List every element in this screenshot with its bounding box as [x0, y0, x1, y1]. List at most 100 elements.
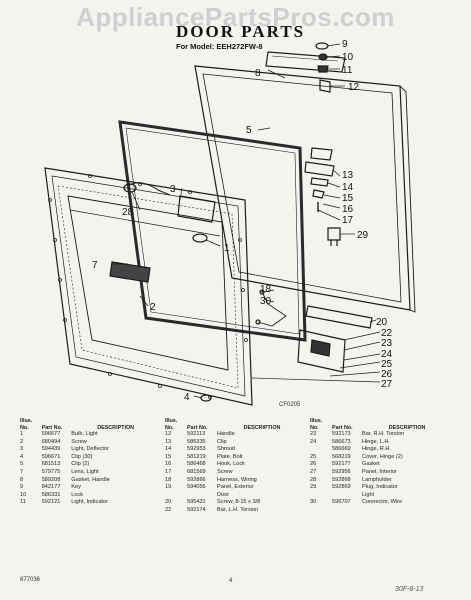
- illus-number: [310, 446, 332, 454]
- illus-number: 22: [165, 506, 172, 513]
- door-parts-diagram: 9 10 11 8 12 5 13 14 15 16 17 29 3 28 1 …: [44, 39, 416, 406]
- part-description: Clip (2): [71, 461, 90, 468]
- callout-10: 10: [342, 52, 354, 63]
- part-number: 596707: [332, 499, 351, 506]
- part-number: 592113: [187, 431, 206, 437]
- table-row: Light: [310, 492, 460, 500]
- watermark: AppliancePartsPros.com: [76, 2, 395, 32]
- part-number: 592121: [41, 499, 61, 506]
- header-description: DESCRIPTION: [243, 424, 281, 431]
- callout-23: 23: [381, 338, 393, 349]
- callout-14: 14: [342, 182, 354, 193]
- illus-number: 20: [165, 499, 172, 506]
- part-description: Lock: [71, 491, 84, 498]
- callout-2: 2: [150, 302, 156, 313]
- header-description: DESCRIPTION: [97, 424, 135, 431]
- part-number: 594056: [187, 484, 206, 491]
- illus-number: 2: [20, 438, 24, 445]
- part-description: Screw: [217, 468, 233, 475]
- illus-number: 24: [310, 438, 317, 445]
- header-part: Part No.: [41, 424, 63, 431]
- callout-4: 4: [184, 392, 190, 403]
- header-description: DESCRIPTION: [388, 424, 426, 431]
- illus-number: 7: [20, 468, 24, 475]
- illus-number: 9: [20, 484, 24, 491]
- part-description: Panel, Interior: [362, 468, 397, 475]
- callout-11: 11: [342, 65, 353, 76]
- header-illus: Illus. No.: [165, 418, 178, 431]
- illus-number: 13: [165, 438, 172, 445]
- illus-number: 25: [310, 453, 317, 460]
- light-deflector: [177, 195, 216, 223]
- document-code: 877036: [20, 577, 41, 583]
- table-row: 2 680494 Screw: [20, 439, 160, 447]
- part-description: Clip: [217, 438, 227, 445]
- part-number: 586335: [187, 438, 206, 445]
- model-label: For Model: EEH272FW-8: [176, 42, 263, 51]
- part-description: Hook, Lock: [217, 461, 245, 468]
- callout-1: 1: [224, 243, 230, 254]
- part-description: Harness, Wiring: [217, 476, 257, 483]
- table-row: 17 681569 Screw: [165, 469, 315, 477]
- part-description: Lens, Light: [71, 468, 99, 475]
- part-description: Shroud: [217, 446, 236, 453]
- callout-8: 8: [255, 68, 261, 79]
- part-description: Panel, Exterior: [217, 484, 254, 491]
- part-number: 579775: [41, 468, 61, 475]
- illus-number: [310, 492, 332, 500]
- part-number: 586331: [41, 491, 61, 498]
- part-description: Light: [362, 491, 375, 498]
- part-number: 586669: [332, 446, 351, 453]
- part-number: [332, 492, 362, 500]
- header-illus: Illus. No.: [310, 418, 323, 431]
- callout-30: 30: [260, 296, 272, 307]
- part-number: 592173: [332, 431, 351, 437]
- illus-number: 17: [165, 468, 172, 475]
- part-number: 681569: [187, 468, 206, 475]
- page-number: 4: [229, 578, 233, 584]
- part-description: Hinge, R.H.: [362, 446, 391, 453]
- part-description: Key: [71, 484, 81, 491]
- part-number: 596671: [41, 453, 61, 460]
- part-number: 589208: [41, 476, 61, 483]
- illus-number: 18: [165, 476, 172, 483]
- part-number: 592868: [332, 476, 351, 483]
- part-number: 594439: [41, 446, 61, 453]
- callout-12: 12: [348, 82, 360, 93]
- part-description: Bar, R.H. Torsion: [362, 431, 405, 437]
- part-description: Clip (30): [71, 453, 93, 460]
- part-number: 592953: [187, 446, 206, 453]
- part-number: 592956: [332, 468, 351, 475]
- part-description: Door: [217, 491, 230, 498]
- part-description: Bulb, Light: [71, 431, 98, 437]
- illus-number: 11: [20, 499, 26, 506]
- callout-18: 18: [260, 284, 272, 295]
- table-row: 7 579775 Lens, Light: [20, 469, 160, 477]
- illus-number: 8: [20, 476, 24, 483]
- part-description: Screw: [71, 438, 87, 445]
- header-part: Part No.: [332, 424, 353, 431]
- callout-13: 13: [342, 170, 354, 181]
- part-number: 681513: [41, 461, 61, 468]
- callout-24: 24: [381, 349, 393, 360]
- part-number: 568219: [332, 453, 351, 460]
- illus-number: 12: [165, 431, 172, 437]
- callout-25: 25: [381, 359, 393, 370]
- part-number: 680494: [41, 438, 61, 445]
